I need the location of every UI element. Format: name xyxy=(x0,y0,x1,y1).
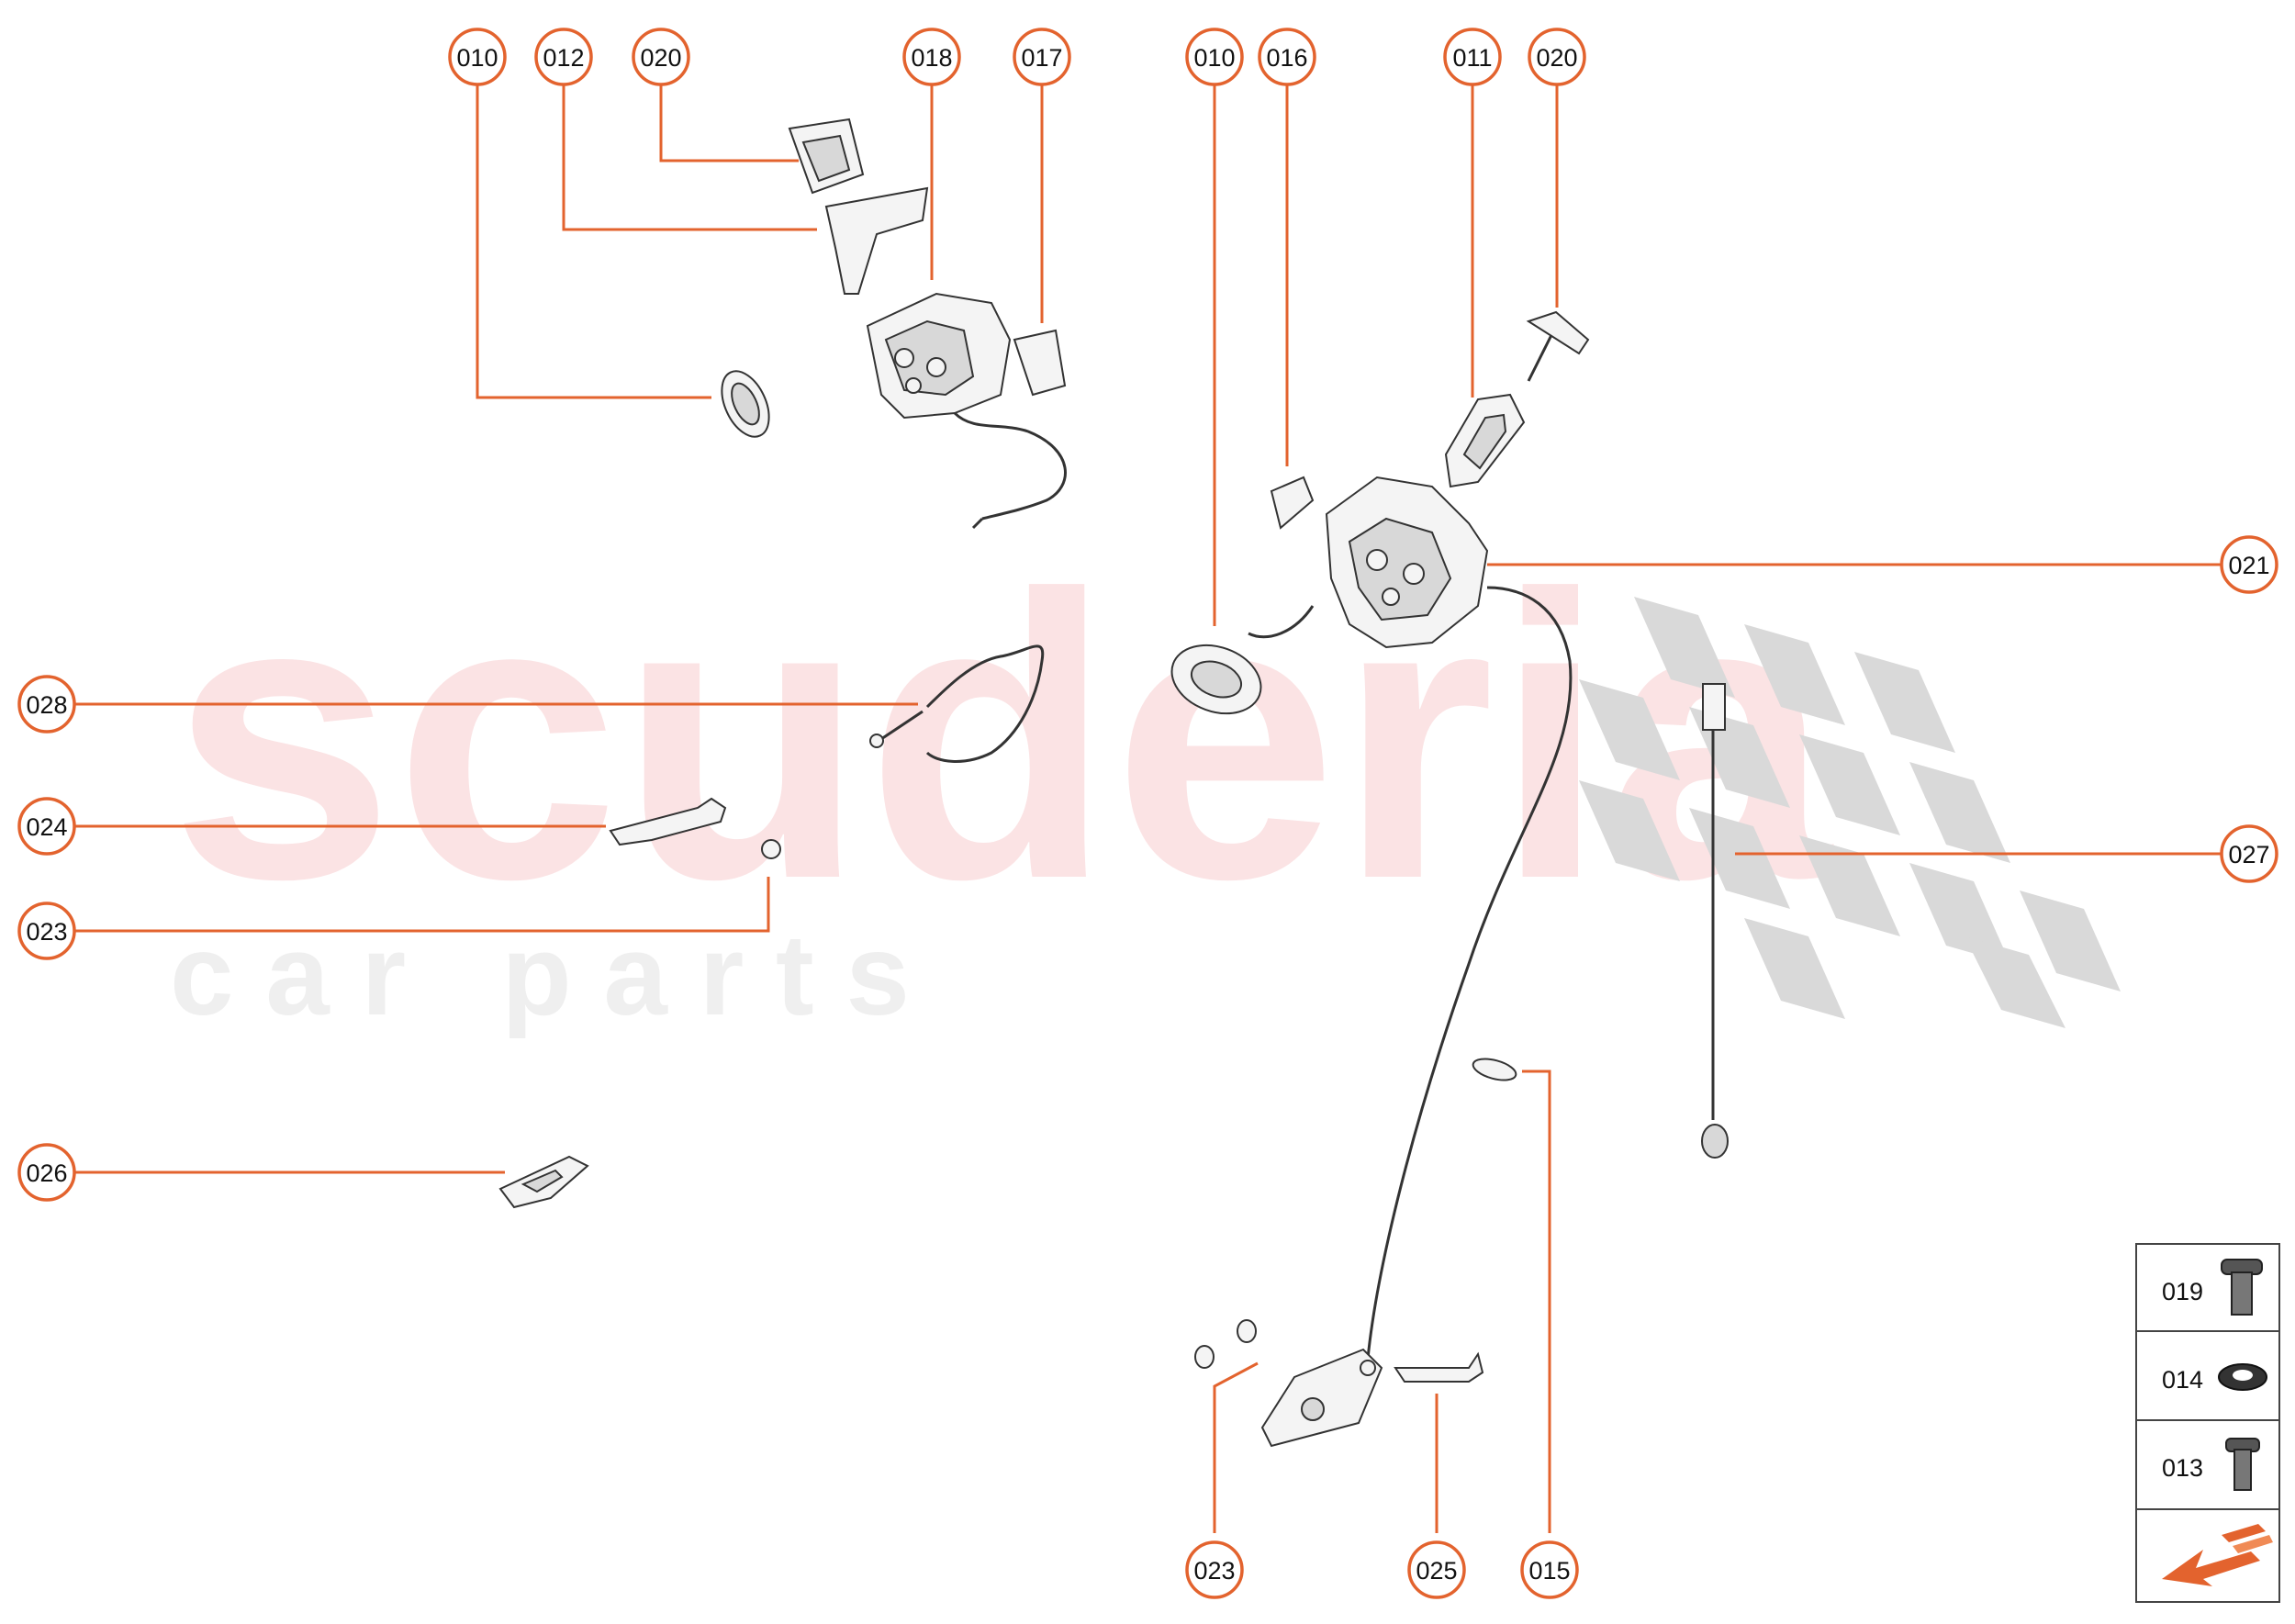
lock-actuator-left xyxy=(866,292,1067,530)
legend-row-019: 019 xyxy=(2162,1259,2263,1316)
rod-cable-part xyxy=(1701,683,1729,1159)
screw-icon xyxy=(2221,1259,2263,1316)
legend-row-arrow xyxy=(2162,1524,2273,1586)
bracket-plate-part xyxy=(609,797,727,846)
lock-actuator-right xyxy=(1248,476,1573,1360)
svg-text:018: 018 xyxy=(911,44,952,72)
callouts: 010 012 020 018 017 010 016 011 020 021 … xyxy=(17,28,2278,1599)
callout-024[interactable]: 024 xyxy=(17,797,76,856)
seal-part-left xyxy=(721,370,770,438)
leader-lines xyxy=(73,73,2222,1533)
callout-023-a[interactable]: 023 xyxy=(17,902,76,960)
clip-part xyxy=(788,118,865,195)
fastener-legend: 019 014 013 xyxy=(2135,1243,2280,1603)
cable-part xyxy=(869,644,1045,763)
svg-text:014: 014 xyxy=(2162,1366,2203,1394)
callout-020-a[interactable]: 020 xyxy=(632,28,690,86)
legend-row-013: 013 xyxy=(2162,1438,2260,1491)
watermark-brand: scuderia xyxy=(170,512,1834,963)
bracket-part xyxy=(824,186,929,295)
callout-028[interactable]: 028 xyxy=(17,675,76,734)
callout-021[interactable]: 021 xyxy=(2220,535,2278,594)
checkered-flag-watermark xyxy=(1579,597,2121,1028)
callout-012[interactable]: 012 xyxy=(534,28,593,86)
svg-text:021: 021 xyxy=(2228,552,2269,579)
callout-015[interactable]: 015 xyxy=(1520,1540,1579,1599)
svg-text:015: 015 xyxy=(1528,1557,1570,1585)
svg-text:012: 012 xyxy=(543,44,584,72)
pad-part xyxy=(498,1155,589,1209)
callout-027[interactable]: 027 xyxy=(2220,824,2278,883)
svg-text:017: 017 xyxy=(1021,44,1062,72)
callout-017[interactable]: 017 xyxy=(1013,28,1071,86)
callout-011[interactable]: 011 xyxy=(1443,28,1502,86)
svg-text:013: 013 xyxy=(2162,1454,2203,1482)
svg-text:010: 010 xyxy=(456,44,498,72)
svg-text:024: 024 xyxy=(26,813,67,841)
svg-text:020: 020 xyxy=(1536,44,1577,72)
cover-part xyxy=(1013,329,1067,397)
callout-018[interactable]: 018 xyxy=(902,28,961,86)
legend-row-014: 014 xyxy=(2162,1363,2267,1394)
svg-text:019: 019 xyxy=(2162,1278,2203,1305)
nut-parts-bottom xyxy=(1194,1319,1257,1369)
svg-text:026: 026 xyxy=(26,1159,67,1187)
base-plate-part xyxy=(1260,1348,1383,1448)
watermark-tagline: c a r p a r t s xyxy=(170,912,910,1039)
bent-bracket-part xyxy=(1394,1351,1484,1383)
small-bracket-part xyxy=(1270,476,1315,530)
washer-icon xyxy=(2218,1363,2267,1391)
svg-text:028: 028 xyxy=(26,691,67,719)
callout-023-b[interactable]: 023 xyxy=(1185,1540,1244,1599)
parts xyxy=(498,118,1729,1448)
svg-text:027: 027 xyxy=(2228,841,2269,868)
svg-text:023: 023 xyxy=(1193,1557,1235,1585)
seal-part-right xyxy=(1170,644,1262,715)
svg-text:020: 020 xyxy=(640,44,681,72)
nut-part-left xyxy=(761,839,781,859)
callout-016[interactable]: 016 xyxy=(1258,28,1316,86)
svg-text:016: 016 xyxy=(1266,44,1307,72)
svg-text:011: 011 xyxy=(1452,44,1492,72)
watermark: scuderia c a r p a r t s xyxy=(170,512,1834,1039)
orange-arrow-icon xyxy=(2162,1524,2273,1586)
callout-026[interactable]: 026 xyxy=(17,1143,76,1202)
callout-010-a[interactable]: 010 xyxy=(448,28,507,86)
callout-020-b[interactable]: 020 xyxy=(1528,28,1586,86)
bolt-icon xyxy=(2225,1438,2260,1491)
svg-text:010: 010 xyxy=(1193,44,1235,72)
clip-part-right xyxy=(1472,1058,1517,1081)
svg-text:025: 025 xyxy=(1416,1557,1457,1585)
callout-010-b[interactable]: 010 xyxy=(1185,28,1244,86)
gasket-part xyxy=(1444,393,1526,488)
pin-part xyxy=(1526,310,1590,382)
callout-025[interactable]: 025 xyxy=(1407,1540,1466,1599)
svg-text:023: 023 xyxy=(26,918,67,946)
